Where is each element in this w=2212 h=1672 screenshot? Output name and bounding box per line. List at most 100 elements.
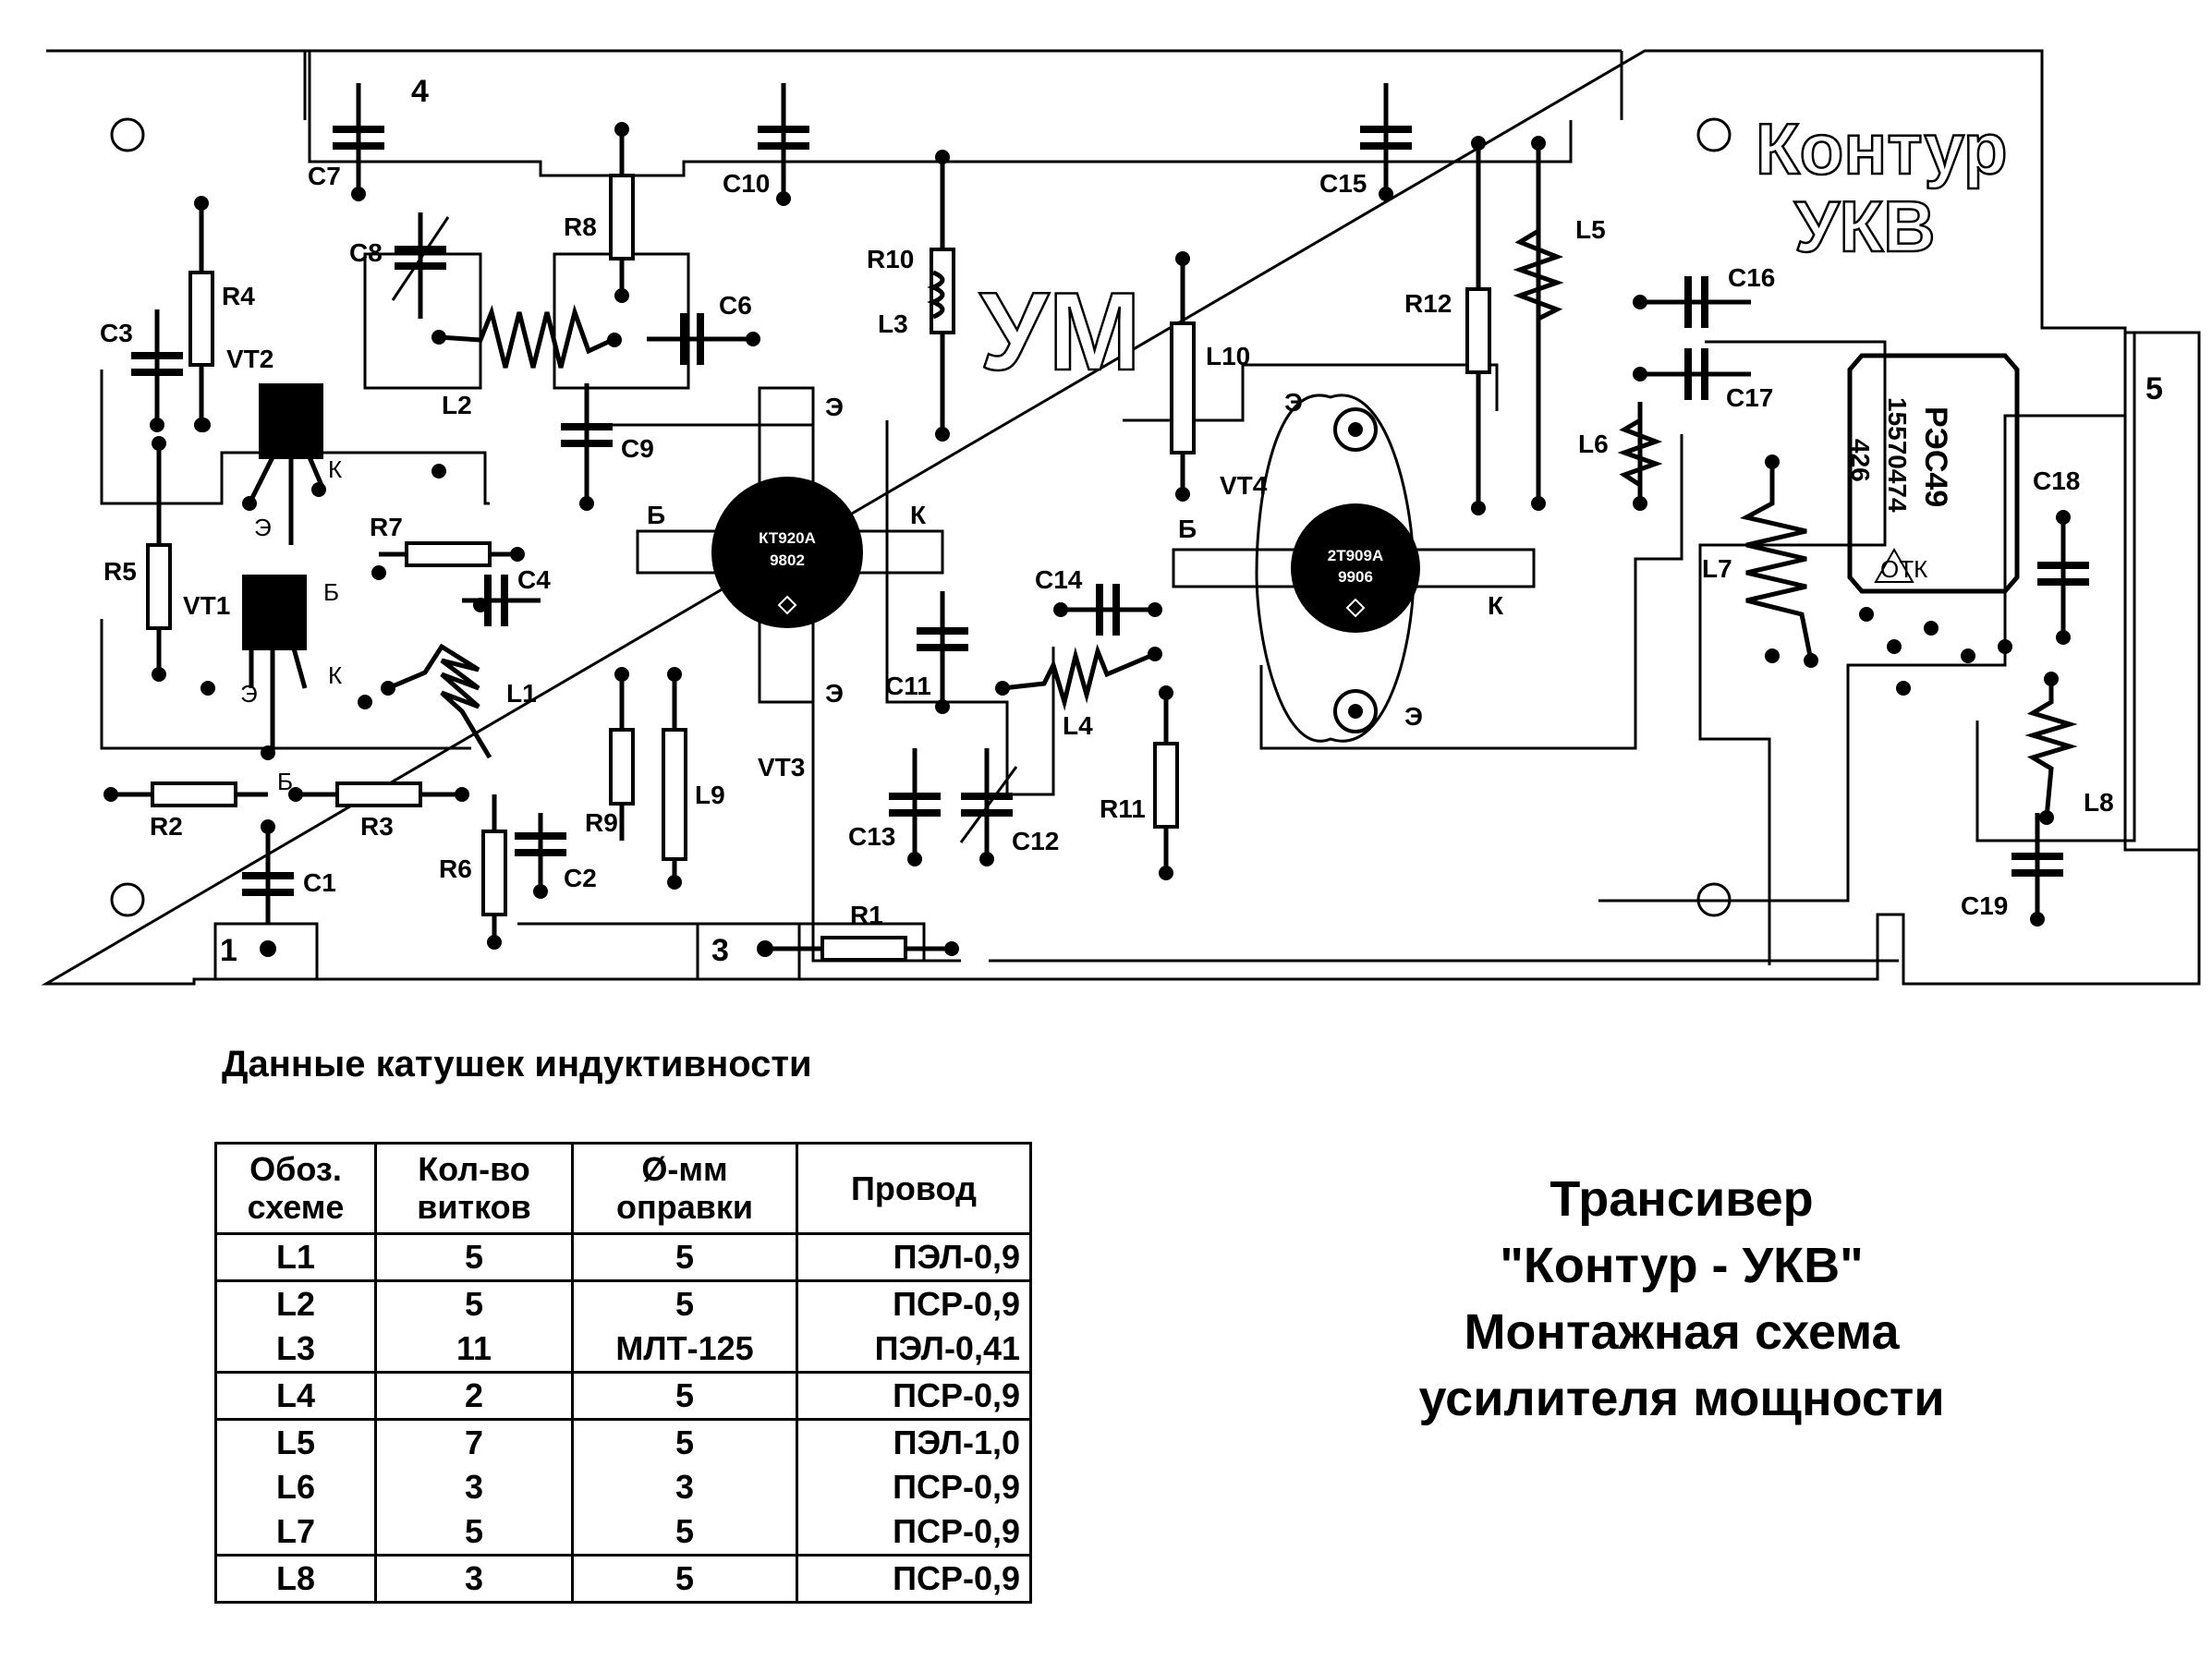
cell-designation: L4 [214,1370,377,1420]
svg-text:L8: L8 [2084,788,2114,817]
table-row: L2 5 5 ПСР-0,9 [214,1278,1032,1327]
watermark-title: Контур [1756,108,2008,189]
header-wire: Провод [796,1142,1032,1235]
cell-wire: ПЭЛ-0,41 [796,1326,1032,1373]
inductor-l10: L10 [1170,251,1250,494]
cell-turns: 5 [374,1278,574,1327]
svg-text:C9: C9 [621,434,654,463]
cell-designation: L2 [214,1278,377,1327]
svg-text:Б: Б [323,578,339,606]
cell-diameter: МЛТ-125 [571,1326,798,1373]
svg-text:R6: R6 [439,854,472,883]
svg-text:C14: C14 [1035,565,1083,594]
cell-wire: ПСР-0,9 [796,1278,1032,1327]
cell-designation: L7 [214,1508,377,1556]
resistor-r11: R11 [1100,693,1179,880]
svg-text:R5: R5 [103,557,137,586]
capacitor-c11: C11 [885,591,968,707]
caption-line-4: усилителя мощности [1418,1371,1945,1426]
connector-1: 1 [213,922,319,981]
svg-text:VT2: VT2 [226,345,273,373]
svg-text:L7: L7 [1702,554,1732,583]
svg-text:R10: R10 [867,245,914,273]
board-top-tab [303,51,1623,120]
capacitor-c4: C4 [462,565,551,626]
svg-text:К: К [1488,591,1504,620]
svg-text:Э: Э [1404,702,1423,731]
svg-text:C16: C16 [1728,263,1775,292]
table-row: L4 2 5 ПСР-0,9 [214,1370,1032,1420]
cell-diameter: 5 [571,1417,798,1465]
svg-text:L4: L4 [1063,711,1093,740]
cell-turns: 5 [374,1231,574,1281]
svg-text:C18: C18 [2033,466,2080,495]
svg-text:Э: Э [240,680,258,708]
inductor-l6: L6 [1578,402,1663,503]
svg-text:L6: L6 [1578,430,1609,458]
cell-wire: ПСР-0,9 [796,1508,1032,1556]
svg-text:C8: C8 [349,238,383,267]
svg-text:C15: C15 [1319,169,1367,198]
table-row: L3 11 МЛТ-125 ПЭЛ-0,41 [214,1326,1032,1373]
drawing-caption: Трансивер "Контур - УКВ" Монтажная схема… [1331,1166,2033,1432]
cell-turns: 3 [374,1464,574,1509]
svg-text:R11: R11 [1100,794,1146,823]
svg-text:Б: Б [1178,515,1197,543]
capacitor-c17: C17 [1640,348,1773,412]
svg-text:9802: 9802 [770,551,805,569]
svg-text:C19: C19 [1961,891,2008,920]
table-row: L1 5 5 ПЭЛ-0,9 [214,1231,1032,1281]
caption-line-1: Трансивер [1550,1171,1814,1227]
resistor-r4: R4 [188,196,255,432]
svg-text:VT3: VT3 [758,753,805,781]
svg-text:2Т909А: 2Т909А [1328,547,1383,564]
svg-text:C7: C7 [308,162,341,190]
svg-text:5: 5 [2145,371,2163,406]
capacitor-c19: C19 [1961,813,2063,920]
svg-text:C10: C10 [723,169,770,198]
svg-text:R8: R8 [564,212,597,241]
resistor-r3: R3 [296,781,469,841]
cell-turns: 5 [374,1508,574,1556]
transistor-vt2: VT2 Э К Б [226,345,342,606]
cell-diameter: 3 [571,1464,798,1509]
resistor-r9: R9 [585,674,635,841]
cell-turns: 3 [374,1553,574,1604]
cell-turns: 7 [374,1417,574,1465]
resistor-r2: R2 [103,781,268,841]
capacitor-c9: C9 [561,383,654,503]
capacitor-c18: C18 [2033,466,2089,637]
svg-text:К: К [328,455,342,483]
inductor-l9: L9 [662,674,725,882]
resistor-r6: R6 [439,794,507,942]
solder-pads [150,136,2071,950]
um-label: УМ [979,270,1141,394]
cell-diameter: 5 [571,1508,798,1556]
capacitor-c14: C14 [1035,565,1155,636]
cell-wire: ПЭЛ-1,0 [796,1417,1032,1465]
cell-turns: 2 [374,1370,574,1420]
svg-text:ОТК: ОТК [1880,555,1927,583]
svg-text:R9: R9 [585,808,618,837]
inductor-l5: L5 [1513,143,1606,503]
resistor-r8: R8 [564,122,635,296]
table-row: L5 7 5 ПЭЛ-1,0 [214,1417,1032,1465]
svg-text:15570474: 15570474 [1883,397,1912,513]
svg-text:C4: C4 [517,565,551,594]
capacitor-c3: C3 [100,309,183,425]
table-row: L6 3 3 ПСР-0,9 [214,1464,1032,1509]
capacitor-c7: C7 [308,83,384,201]
resistor-r10: R10 [867,157,955,434]
svg-text:R7: R7 [370,513,403,541]
svg-text:L10: L10 [1206,342,1250,370]
inductor-l2: L2 [438,304,616,419]
capacitor-c2: C2 [515,813,597,892]
svg-text:Б: Б [277,768,293,795]
svg-text:C17: C17 [1726,383,1773,412]
cell-turns: 11 [374,1326,574,1373]
cell-wire: ПСР-0,9 [796,1464,1032,1509]
